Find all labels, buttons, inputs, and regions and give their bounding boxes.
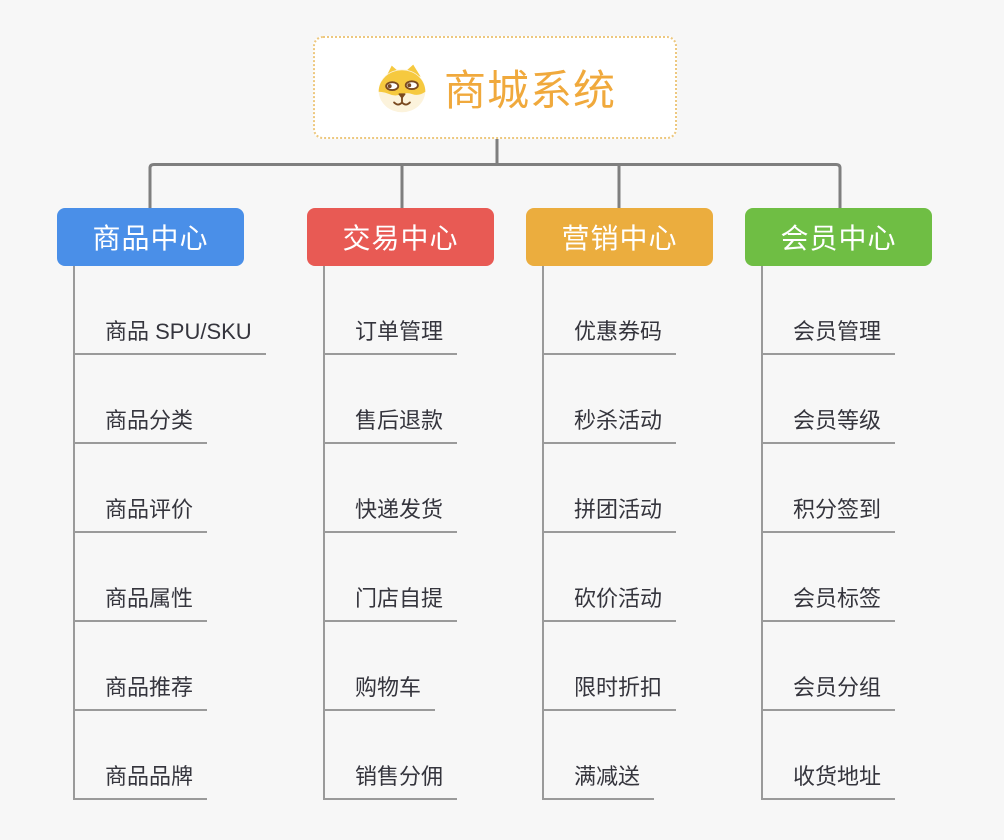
branch-item-list: 订单管理 售后退款 快递发货 门店自提 购物车 销售分佣 [323,266,458,800]
leaf-node[interactable]: 收货地址 [763,711,896,800]
leaf-node[interactable]: 商品评价 [75,444,266,533]
branch-node-product-center[interactable]: 商品中心 [57,208,244,266]
leaf-node[interactable]: 商品分类 [75,355,266,444]
leaf-label: 商品评价 [75,492,208,533]
branch-item-list: 商品 SPU/SKU 商品分类 商品评价 商品属性 商品推荐 商品品牌 [73,266,266,800]
leaf-node[interactable]: 快递发货 [325,444,458,533]
leaf-node[interactable]: 积分签到 [763,444,896,533]
leaf-node[interactable]: 满减送 [544,711,676,800]
leaf-label: 砍价活动 [544,581,677,622]
leaf-label: 会员等级 [763,403,896,444]
leaf-label: 售后退款 [325,403,458,444]
leaf-label: 商品属性 [75,581,208,622]
leaf-node[interactable]: 会员标签 [763,533,896,622]
leaf-label: 积分签到 [763,492,896,533]
leaf-node[interactable]: 会员管理 [763,266,896,355]
leaf-label: 秒杀活动 [544,403,677,444]
root-title: 商城系统 [443,67,616,114]
leaf-label: 销售分佣 [325,759,458,800]
leaf-label: 限时折扣 [544,670,677,711]
branch-item-list: 会员管理 会员等级 积分签到 会员标签 会员分组 收货地址 [761,266,896,800]
leaf-node[interactable]: 门店自提 [325,533,458,622]
branch-label: 营销中心 [561,223,678,254]
shiba-dog-icon [378,64,426,112]
branch-node-member-center[interactable]: 会员中心 [745,208,932,266]
leaf-label: 快递发货 [325,492,458,533]
branch-column-marketing-center: 营销中心 优惠券码 秒杀活动 拼团活动 砍价活动 限时折扣 满减送 [526,208,713,800]
leaf-node[interactable]: 商品推荐 [75,622,266,711]
leaf-label: 会员管理 [763,314,896,355]
leaf-label: 满减送 [544,759,655,800]
leaf-label: 商品 SPU/SKU [75,314,266,355]
branch-column-product-center: 商品中心 商品 SPU/SKU 商品分类 商品评价 商品属性 商品推荐 商品品牌 [57,208,266,800]
leaf-label: 拼团活动 [544,492,677,533]
leaf-label: 商品分类 [75,403,208,444]
leaf-node[interactable]: 会员等级 [763,355,896,444]
leaf-label: 收货地址 [763,759,896,800]
leaf-node[interactable]: 拼团活动 [544,444,677,533]
leaf-label: 商品推荐 [75,670,208,711]
branch-label: 交易中心 [342,223,459,254]
leaf-node[interactable]: 商品 SPU/SKU [75,266,266,355]
leaf-node[interactable]: 销售分佣 [325,711,458,800]
leaf-node[interactable]: 商品品牌 [75,711,266,800]
leaf-label: 门店自提 [325,581,458,622]
branch-node-trade-center[interactable]: 交易中心 [307,208,494,266]
branch-node-marketing-center[interactable]: 营销中心 [526,208,713,266]
leaf-label: 会员分组 [763,670,896,711]
root-node-mall-system[interactable]: 商城系统 [313,36,677,139]
branch-column-member-center: 会员中心 会员管理 会员等级 积分签到 会员标签 会员分组 收货地址 [745,208,932,800]
leaf-node[interactable]: 订单管理 [325,266,458,355]
branch-label: 会员中心 [780,223,897,254]
leaf-node[interactable]: 秒杀活动 [544,355,677,444]
leaf-node[interactable]: 售后退款 [325,355,458,444]
leaf-label: 订单管理 [325,314,458,355]
leaf-node[interactable]: 购物车 [325,622,457,711]
leaf-node[interactable]: 商品属性 [75,533,266,622]
leaf-label: 会员标签 [763,581,896,622]
branch-label: 商品中心 [92,223,209,254]
leaf-node[interactable]: 限时折扣 [544,622,677,711]
branch-column-trade-center: 交易中心 订单管理 售后退款 快递发货 门店自提 购物车 销售分佣 [307,208,494,800]
leaf-node[interactable]: 优惠券码 [544,266,677,355]
leaf-label: 商品品牌 [75,759,208,800]
branch-item-list: 优惠券码 秒杀活动 拼团活动 砍价活动 限时折扣 满减送 [542,266,677,800]
leaf-label: 购物车 [325,670,436,711]
leaf-node[interactable]: 会员分组 [763,622,896,711]
leaf-node[interactable]: 砍价活动 [544,533,677,622]
leaf-label: 优惠券码 [544,314,677,355]
